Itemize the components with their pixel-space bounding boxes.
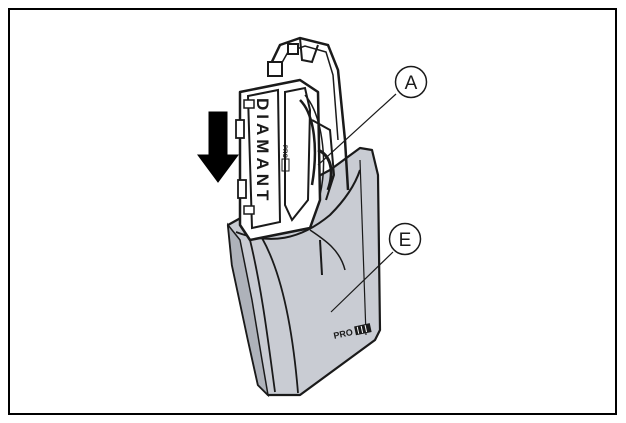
clip-label-text: DIAMANT [253, 98, 272, 204]
callout-e-leader [330, 251, 394, 313]
clip-brand-badge: PRO [281, 145, 290, 172]
case-contour-2 [261, 237, 299, 394]
callout-e-circle [388, 222, 422, 256]
clip-device: DIAMANT PRO [235, 36, 350, 242]
callout-a-circle [394, 65, 428, 99]
case-groove [319, 239, 323, 276]
callout-a-leader [317, 93, 397, 166]
callout-e-label: E [399, 230, 412, 251]
callout-e: E [330, 222, 422, 313]
case-brand-text: PRO [333, 327, 354, 341]
case-side-shadow [227, 222, 270, 398]
case-edge-right [359, 159, 367, 336]
diagram-frame [8, 8, 617, 415]
case-brand-badge: PRO [333, 323, 372, 341]
down-arrow-icon [197, 111, 239, 183]
clip-label-panel [246, 88, 282, 230]
callout-a-label: A [405, 73, 418, 94]
clip-brand-text: PRO [281, 145, 287, 158]
clip-mechanism [284, 86, 312, 222]
callout-a: A [317, 65, 428, 166]
case-contour-3 [309, 229, 346, 271]
case-contour-1 [249, 239, 276, 393]
